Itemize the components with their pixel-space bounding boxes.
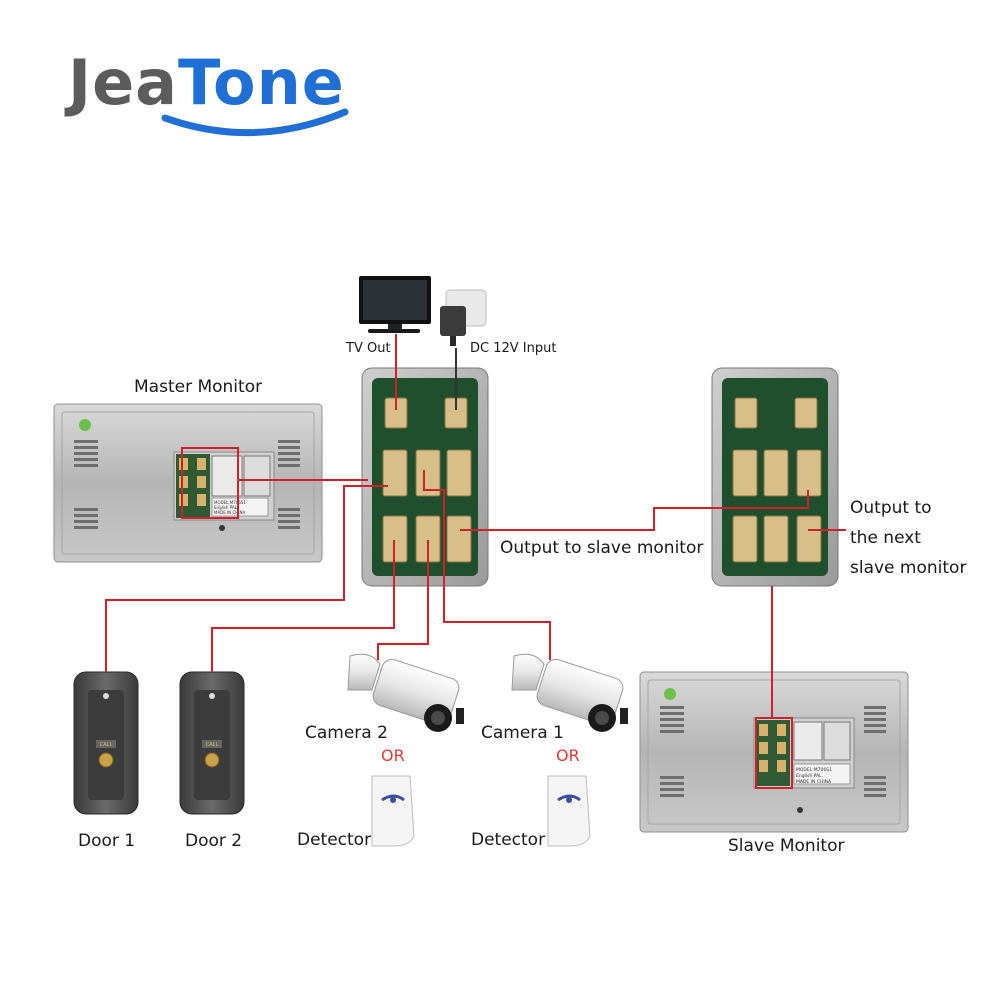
master-monitor: MODEL:M706S1 English PAL MADE IN CHINA: [53, 403, 323, 563]
power-adapter-icon: [440, 289, 487, 346]
logo-swoosh: [161, 108, 349, 137]
brand-name-part1: Jea: [68, 46, 178, 119]
detector-2: [547, 775, 591, 847]
label-output-to-slave: Output to slave monitor: [500, 538, 704, 558]
detector-1: [371, 775, 415, 847]
label-detector-1: Detector: [297, 830, 372, 850]
wire-door1: [105, 485, 388, 672]
main-connection-board: [361, 367, 489, 587]
door-station-1: CALL: [73, 671, 139, 815]
slave-connection-board: [711, 367, 839, 587]
camera-1: [511, 653, 628, 732]
door1-call-text: CALL: [100, 742, 113, 748]
label-or-1: OR: [381, 746, 405, 765]
label-master-monitor: Master Monitor: [134, 377, 263, 397]
slave-sticker-line1: MODEL:M706S1: [796, 767, 832, 773]
wire-output-slave: [460, 490, 809, 531]
label-output-next-line2: the next: [850, 528, 921, 548]
slave-monitor: MODEL:M706S1 English PAL MADE IN CHINA: [639, 671, 909, 833]
label-dc-input: DC 12V Input: [470, 341, 557, 356]
brand-name-part2: Tone: [177, 46, 345, 119]
wire-door2: [211, 540, 395, 672]
slave-sticker-line3: MADE IN CHINA: [796, 779, 832, 785]
door-station-2: CALL: [179, 671, 245, 815]
label-door1: Door 1: [78, 831, 136, 851]
label-output-next: Output to the next slave monitor: [850, 493, 966, 583]
tv-icon: [359, 276, 431, 333]
label-camera2: Camera 2: [305, 723, 388, 743]
label-door2: Door 2: [185, 831, 243, 851]
slave-sticker-line2: English PAL: [796, 773, 822, 779]
wire-camera1: [423, 470, 551, 660]
door2-call-text: CALL: [206, 742, 219, 748]
wiring-lines: [105, 334, 846, 718]
master-sticker-line3: MADE IN CHINA: [214, 510, 245, 515]
brand-logo: JeaTone: [68, 52, 345, 114]
wire-camera2: [377, 540, 429, 660]
label-detector-2: Detector: [471, 830, 546, 850]
label-slave-monitor: Slave Monitor: [728, 836, 845, 856]
camera-2: [347, 653, 464, 732]
label-output-next-line1: Output to: [850, 498, 932, 518]
master-sticker-line1: MODEL:M706S1: [214, 500, 246, 505]
label-tv-out: TV Out: [346, 341, 391, 356]
label-or-2: OR: [556, 746, 580, 765]
label-camera1: Camera 1: [481, 723, 564, 743]
master-sticker-line2: English PAL: [214, 505, 238, 510]
label-output-next-line3: slave monitor: [850, 558, 967, 578]
